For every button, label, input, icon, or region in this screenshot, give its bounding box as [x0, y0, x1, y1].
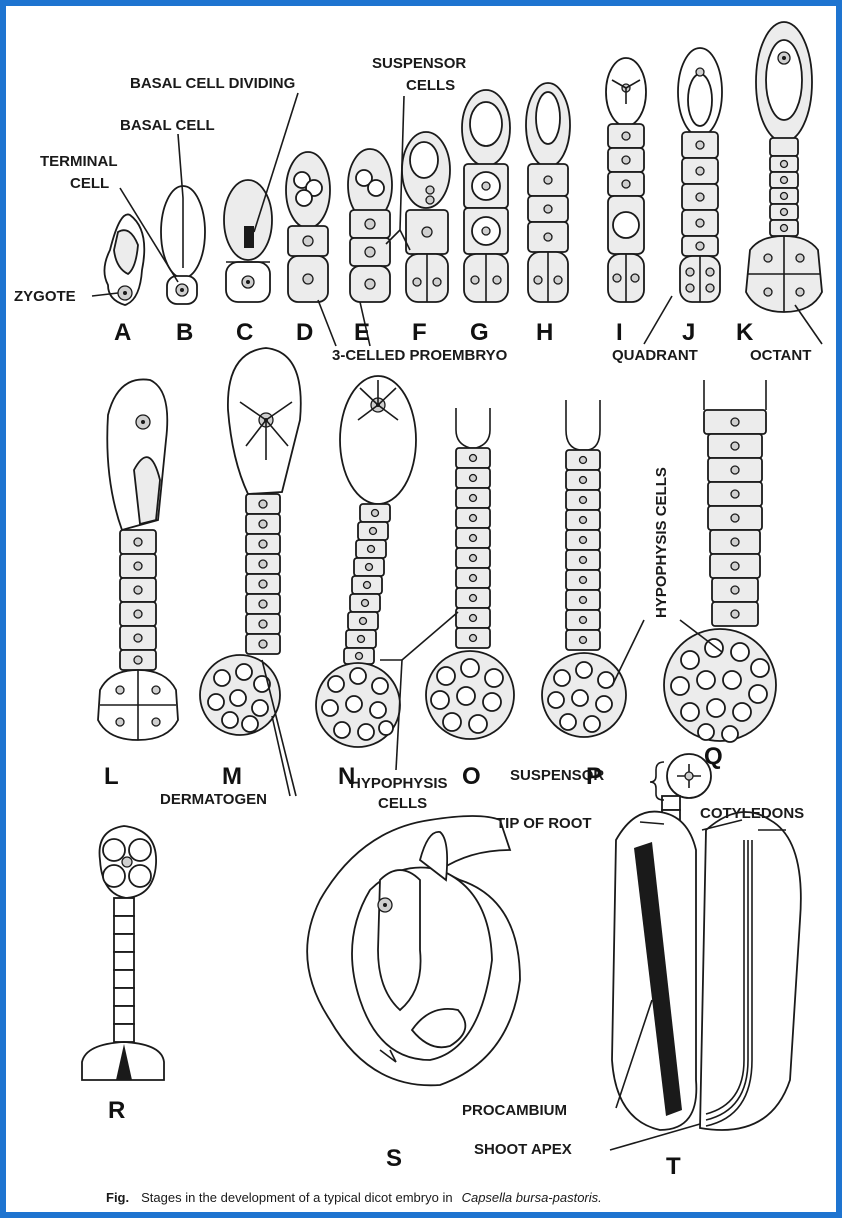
stage-s-drawing	[307, 816, 520, 1085]
stage-letter: R	[108, 1097, 125, 1124]
stage-h-drawing	[526, 83, 570, 302]
stage-letter: G	[470, 319, 489, 346]
embryo-development-diagram: ZYGOTE TERMINAL CELL BASAL CELL BASAL CE…	[6, 6, 836, 1212]
stage-letter: E	[354, 319, 370, 346]
label-shoot-apex: SHOOT APEX	[474, 1141, 572, 1158]
stage-letter: Q	[704, 743, 723, 770]
stage-letter: H	[536, 319, 553, 346]
stage-o-drawing	[426, 408, 514, 739]
label-dermatogen: DERMATOGEN	[160, 791, 267, 808]
stage-letter: O	[462, 763, 481, 790]
stage-j-drawing	[678, 48, 722, 302]
label-terminal-cell-line2: CELL	[70, 175, 109, 192]
label-basal-cell: BASAL CELL	[120, 117, 215, 134]
label-cotyledons: COTYLEDONS	[700, 805, 804, 822]
stage-q-drawing	[664, 380, 776, 742]
label-terminal-cell-line1: TERMINAL	[40, 153, 118, 170]
label-zygote: ZYGOTE	[14, 288, 76, 305]
stage-letter: I	[616, 319, 623, 346]
label-hypophysis-cells-vertical: HYPOPHYSIS CELLS	[653, 467, 670, 618]
label-hypophysis-cells-line2: CELLS	[378, 795, 427, 812]
stage-letter: F	[412, 319, 427, 346]
stage-letter: C	[236, 319, 253, 346]
stage-i-drawing	[606, 58, 646, 302]
stage-f-drawing	[402, 132, 450, 302]
label-tip-of-root: TIP OF ROOT	[496, 815, 592, 832]
stage-letter: A	[114, 319, 131, 346]
stage-letter: P	[586, 763, 602, 790]
stage-letter: D	[296, 319, 313, 346]
stage-letter: N	[338, 763, 355, 790]
figure-caption: Fig. Stages in the development of a typi…	[106, 1189, 602, 1206]
stage-b-drawing	[161, 186, 205, 304]
stage-letter: L	[104, 763, 119, 790]
stage-e-drawing	[348, 149, 392, 302]
label-suspensor-cells-line1: SUSPENSOR	[372, 55, 466, 72]
stage-letter: J	[682, 319, 695, 346]
stage-l-drawing	[98, 379, 178, 740]
stage-g-drawing	[462, 90, 510, 302]
stage-letter: M	[222, 763, 242, 790]
label-octant: OCTANT	[750, 347, 811, 364]
stage-letter: B	[176, 319, 193, 346]
stage-p-drawing	[542, 400, 626, 737]
stage-r-drawing	[82, 826, 164, 1080]
caption-species: Capsella bursa-pastoris.	[462, 1190, 602, 1205]
stage-m-drawing	[200, 348, 301, 735]
label-quadrant: QUADRANT	[612, 347, 698, 364]
stage-letter: T	[666, 1153, 681, 1180]
caption-text: Stages in the development of a typical d…	[141, 1190, 452, 1205]
stage-letter: S	[386, 1145, 402, 1172]
label-procambium: PROCAMBIUM	[462, 1102, 567, 1119]
stage-letter: K	[736, 319, 754, 346]
label-3-celled-proembryo: 3-CELLED PROEMBRYO	[332, 347, 508, 364]
stage-k-drawing	[746, 22, 822, 312]
stage-d-drawing	[286, 152, 330, 302]
label-hypophysis-cells-line1: HYPOPHYSIS	[350, 775, 448, 792]
caption-prefix: Fig.	[106, 1190, 129, 1205]
label-basal-cell-dividing: BASAL CELL DIVIDING	[130, 75, 295, 92]
label-suspensor-cells-line2: CELLS	[406, 77, 455, 94]
stage-a-drawing	[104, 214, 144, 305]
svg-text:Fig. Stages in the devel: Fig. Stages in the development of a typi…	[106, 1189, 602, 1206]
